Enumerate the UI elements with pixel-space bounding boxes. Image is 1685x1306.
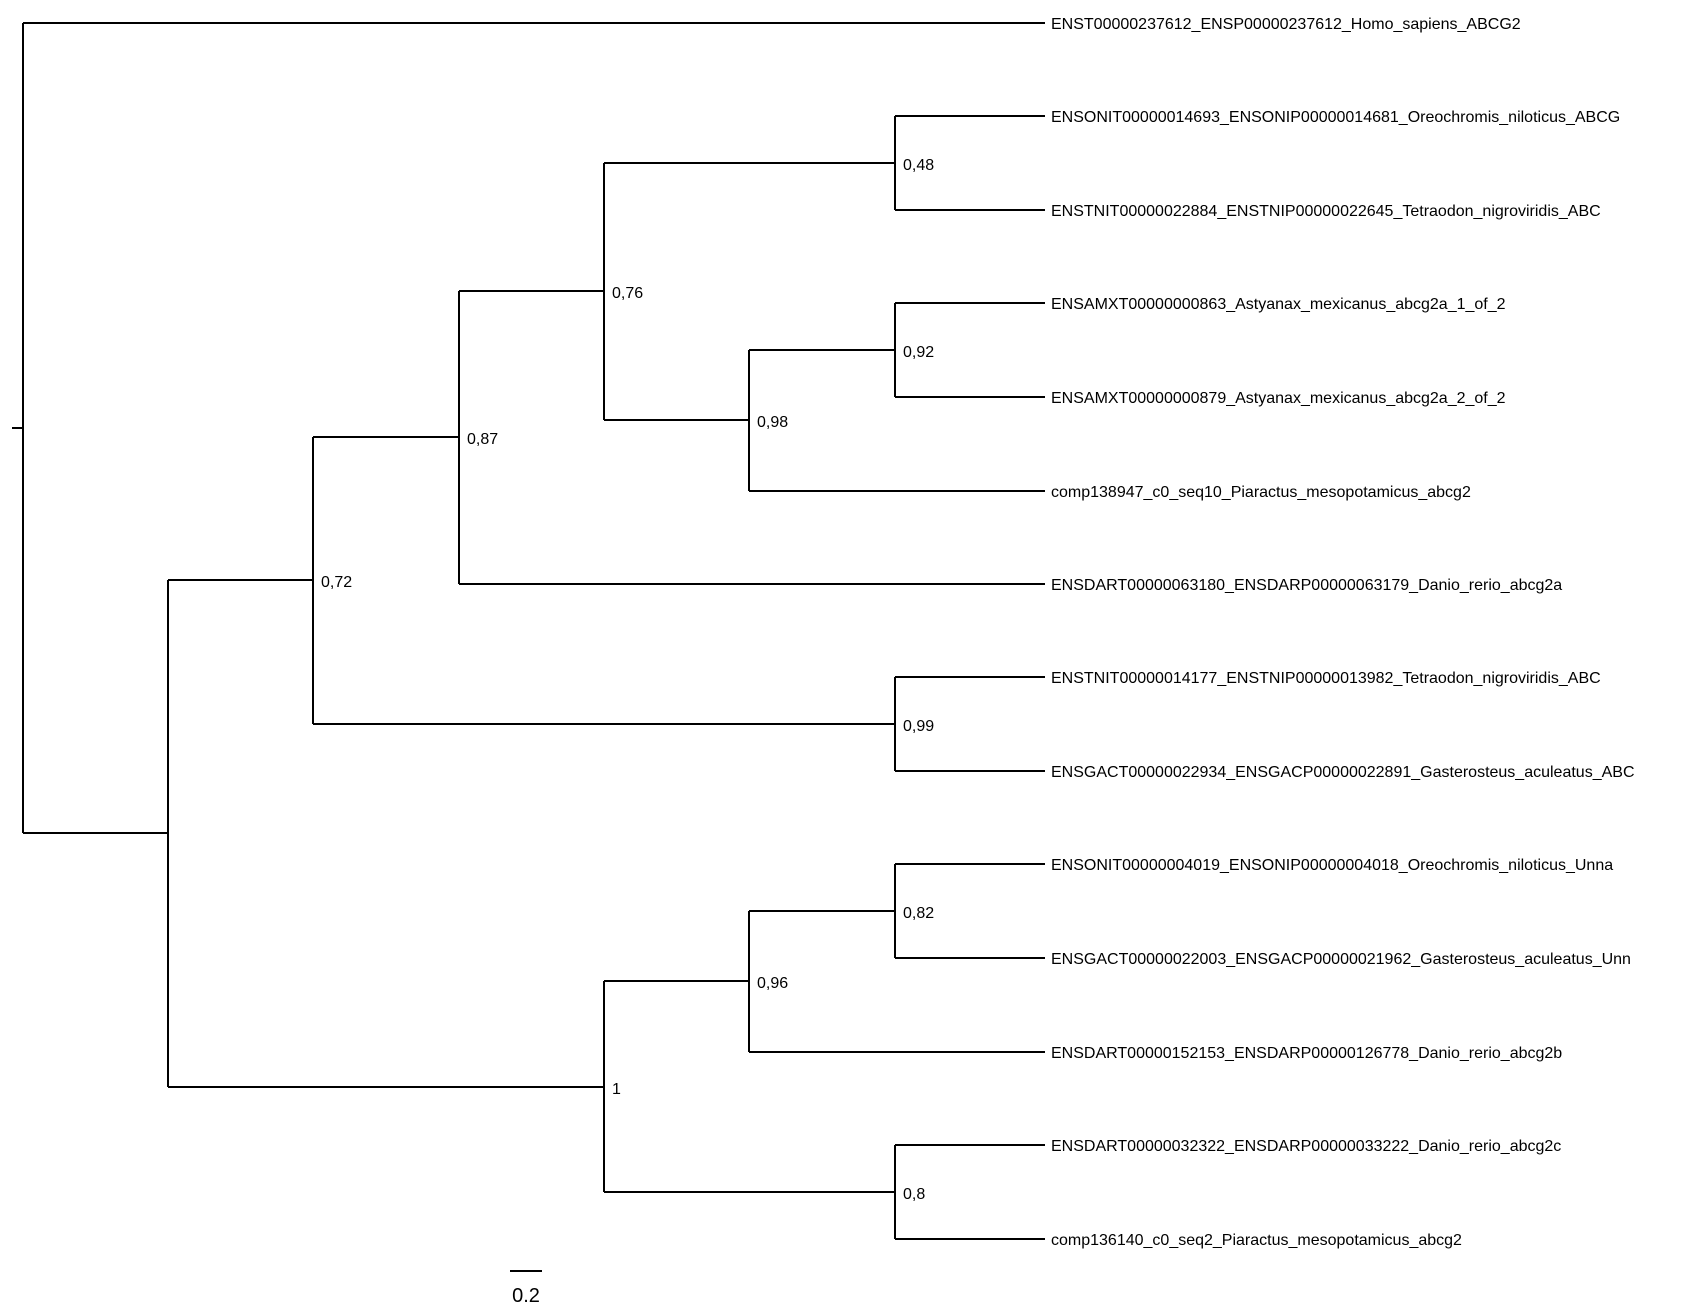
support-value: 0,92 xyxy=(903,344,934,361)
leaf-label: ENSAMXT00000000863_Astyanax_mexicanus_ab… xyxy=(1051,296,1506,313)
support-value: 0,82 xyxy=(903,905,934,922)
leaf-label: ENST00000237612_ENSP00000237612_Homo_sap… xyxy=(1051,16,1521,33)
support-value: 0,98 xyxy=(757,414,788,431)
leaf-label: ENSGACT00000022934_ENSGACP00000022891_Ga… xyxy=(1051,764,1635,781)
leaf-label: comp136140_c0_seq2_Piaractus_mesopotamic… xyxy=(1051,1232,1462,1249)
leaf-label: ENSAMXT00000000879_Astyanax_mexicanus_ab… xyxy=(1051,390,1506,407)
support-value: 0,72 xyxy=(321,574,352,591)
leaf-label: ENSDART00000063180_ENSDARP00000063179_Da… xyxy=(1051,577,1562,594)
support-value: 0,48 xyxy=(903,157,934,174)
leaf-label: ENSONIT00000004019_ENSONIP00000004018_Or… xyxy=(1051,857,1613,874)
support-value: 0,99 xyxy=(903,718,934,735)
leaf-label: ENSDART00000152153_ENSDARP00000126778_Da… xyxy=(1051,1045,1562,1062)
leaf-label: ENSONIT00000014693_ENSONIP00000014681_Or… xyxy=(1051,109,1620,126)
leaf-label: ENSDART00000032322_ENSDARP00000033222_Da… xyxy=(1051,1138,1561,1155)
support-value: 0,76 xyxy=(612,285,643,302)
leaf-label: ENSTNIT00000022884_ENSTNIP00000022645_Te… xyxy=(1051,203,1601,220)
leaf-label: ENSGACT00000022003_ENSGACP00000021962_Ga… xyxy=(1051,951,1631,968)
leaf-label: comp138947_c0_seq10_Piaractus_mesopotami… xyxy=(1051,484,1471,501)
scale-bar-label: 0.2 xyxy=(512,1285,540,1306)
leaf-label: ENSTNIT00000014177_ENSTNIP00000013982_Te… xyxy=(1051,670,1601,687)
support-value: 0,96 xyxy=(757,975,788,992)
support-value: 1 xyxy=(612,1081,621,1098)
support-value: 0,8 xyxy=(903,1186,925,1203)
support-value: 0,87 xyxy=(467,431,498,448)
